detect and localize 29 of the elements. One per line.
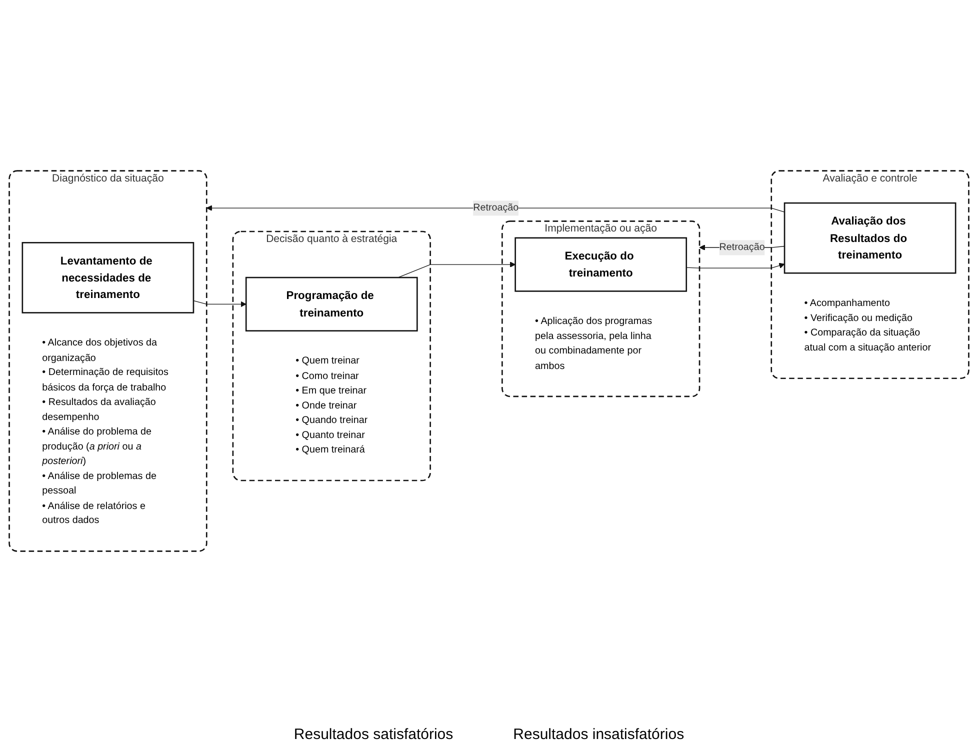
node-label: • Quem treinará: [296, 444, 365, 456]
node-label: • Como treinar: [296, 370, 359, 382]
note-text: Resultados satisfatórios: [294, 726, 454, 743]
node-label: • Análise do problema de produção (a priori ou a posteriori): [42, 426, 152, 467]
node-label: • Quando treinar: [296, 414, 368, 426]
node-label: • Determinação de requisitos básicos da força de trabalho: [42, 366, 168, 393]
node-label: • Em que treinar: [296, 384, 367, 396]
edge-label: Retroação: [719, 241, 765, 253]
node-label: • Alcance dos objetivos da organização: [42, 337, 157, 364]
node-box: Programação de treinamento: [245, 276, 418, 332]
node-label: • Acompanhamento: [804, 297, 890, 309]
arrow: [398, 262, 516, 278]
node-label: • Resultados da avaliação desempenho: [42, 396, 156, 422]
node-box: Levantamento de necessidades de treinamento: [22, 242, 194, 314]
node-label: • Análise de problemas de pessoal: [42, 470, 156, 496]
node-label: • Verificação ou medição: [804, 312, 912, 324]
node-label: • Comparação da situação atual com a situação anterior: [804, 327, 931, 354]
node-label: • Onde treinar: [296, 400, 357, 411]
edge-label: Retroação: [473, 202, 519, 214]
arrow: [193, 300, 246, 308]
node-label: • Análise de relatórios e outros dados: [42, 500, 146, 526]
arrow: [686, 262, 785, 268]
node-box: Avaliação dos Resultados do treinamento: [784, 202, 956, 274]
node-box: Execução do treinamento: [514, 237, 688, 292]
note-text: Resultados insatisfatórios: [513, 726, 684, 743]
node-label: • Aplicação dos programas pela assessoria, pela linha ou combinadamente por ambos: [535, 316, 652, 372]
arrow: [206, 205, 785, 212]
node-label: • Quem treinar: [296, 355, 360, 366]
node-label: • Quanto treinar: [296, 429, 365, 440]
